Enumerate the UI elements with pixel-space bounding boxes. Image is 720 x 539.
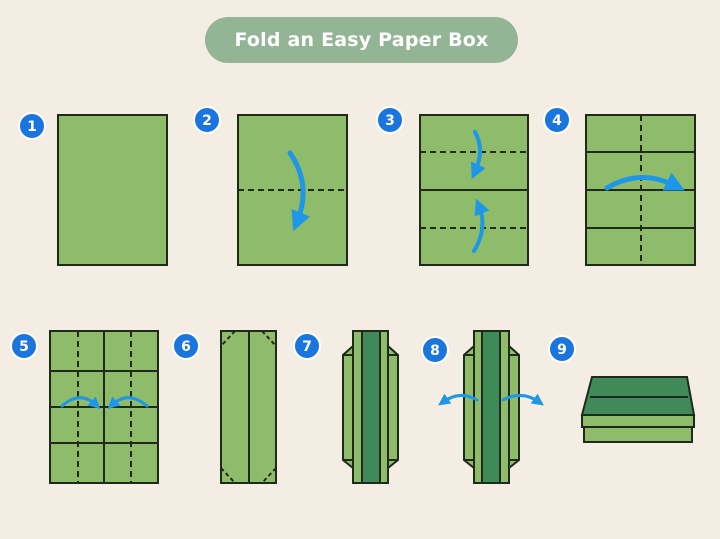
fold-arrow-up-icon (472, 198, 490, 253)
svg-text:3: 3 (385, 113, 395, 129)
step-badge-1: 1 (18, 112, 46, 140)
step-badge-2: 2 (193, 106, 221, 134)
svg-text:6: 6 (181, 339, 191, 355)
svg-text:9: 9 (557, 342, 567, 358)
unfold-arrow-right-icon (501, 393, 544, 406)
svg-text:2: 2 (202, 113, 212, 129)
fold-arrow-left-icon (107, 396, 149, 410)
step-badge-3: 3 (376, 106, 404, 134)
step-badge-7: 7 (293, 332, 321, 360)
svg-text:8: 8 (430, 343, 440, 359)
svg-text:5: 5 (19, 339, 29, 355)
step-2-paper (237, 114, 348, 266)
title-banner: Fold an Easy Paper Box (205, 17, 518, 63)
step-badge-4: 4 (543, 106, 571, 134)
step-badge-6: 6 (172, 332, 200, 360)
fold-arrow-right-icon (60, 396, 101, 410)
fold-arrow-down-icon (471, 130, 486, 180)
step-4-paper (585, 114, 696, 266)
step-3-paper (419, 114, 529, 266)
step-badge-5: 5 (10, 332, 38, 360)
title: Fold an Easy Paper Box (234, 29, 489, 51)
step-5-paper (49, 330, 159, 484)
step-9-box (580, 376, 696, 443)
svg-text:1: 1 (27, 119, 37, 135)
fold-arrow-right-icon (604, 172, 685, 191)
step-7-paper (342, 330, 399, 484)
unfold-arrow-left-icon (438, 393, 479, 406)
fold-arrow-down-icon (287, 150, 311, 232)
svg-text:4: 4 (552, 113, 562, 129)
svg-text:7: 7 (302, 339, 312, 355)
step-badge-8: 8 (421, 336, 449, 364)
step-8-paper (463, 330, 520, 484)
step-1-paper (57, 114, 168, 266)
step-6-paper (220, 330, 277, 484)
step-badge-9: 9 (548, 335, 576, 363)
